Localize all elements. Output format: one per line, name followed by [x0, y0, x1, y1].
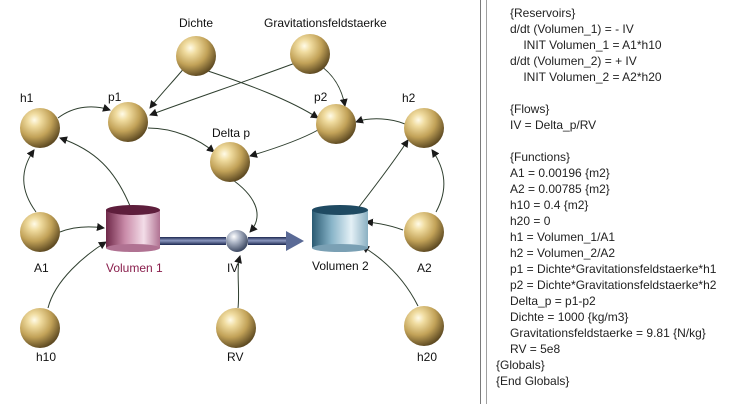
sphere-a2[interactable] — [404, 212, 444, 252]
connector-p1-deltap — [147, 127, 215, 153]
connectors — [23, 61, 445, 309]
sphere-p2[interactable] — [316, 104, 356, 144]
code-line: A1 = 0.00196 {m2} — [510, 166, 610, 180]
connector-gravitation-p1 — [149, 61, 299, 117]
connector-volumen2-h2 — [351, 139, 409, 217]
code-line: Gravitationsfeldstaerke = 9.81 {N/kg} — [510, 326, 706, 340]
code-line: A2 = 0.00785 {m2} — [510, 182, 610, 196]
code-line: Dichte = 1000 {kg/m3} — [510, 310, 629, 324]
code-line: INIT Volumen_2 = A2*h20 — [510, 70, 662, 84]
connector-a2-volumen2 — [365, 218, 404, 231]
reservoir-volumen-1[interactable] — [106, 205, 160, 252]
connector-a1-h1 — [23, 149, 37, 213]
label-a1: A1 — [34, 261, 49, 275]
label-volumen-1: Volumen 1 — [106, 261, 163, 275]
panel-divider — [480, 0, 481, 404]
label-gravitation: Gravitationsfeldstaerke — [264, 16, 387, 30]
code-line: p2 = Dichte*Gravitationsfeldstaerke*h2 — [510, 278, 717, 292]
model-diagram: Dichte Gravitationsfeldstaerke h1 p1 p2 … — [20, 16, 445, 364]
flow-pipe-left — [160, 237, 226, 245]
code-line: h10 = 0.4 {m2} — [510, 198, 589, 212]
label-volumen-2: Volumen 2 — [312, 259, 369, 273]
label-delta-p: Delta p — [212, 126, 250, 140]
code-line: Delta_p = p1-p2 — [510, 294, 596, 308]
label-h2: h2 — [402, 91, 416, 105]
flow-arrow-head — [286, 231, 304, 251]
connector-dichte-p2 — [204, 69, 319, 119]
connector-rv-iv — [234, 255, 242, 309]
label-p1: p1 — [108, 90, 122, 104]
flow-valve-iv[interactable] — [226, 230, 248, 252]
code-line: h20 = 0 — [510, 214, 551, 228]
sphere-gravitation[interactable] — [290, 34, 330, 74]
connector-h1-p1 — [57, 103, 111, 119]
sphere-h10[interactable] — [20, 308, 60, 348]
code-line: RV = 5e8 — [510, 342, 561, 356]
label-iv: IV — [227, 261, 238, 275]
connector-h20-volumen2 — [361, 245, 419, 307]
connector-dichte-p1 — [149, 65, 187, 109]
panel-divider-inner — [486, 0, 487, 404]
sphere-h1[interactable] — [20, 108, 60, 148]
flow-pipe — [160, 231, 304, 251]
flow-pipe-right — [248, 237, 288, 245]
label-p2: p2 — [314, 90, 328, 104]
code-line: INIT Volumen_1 = A1*h10 — [510, 38, 662, 52]
connector-deltap-iv — [229, 177, 258, 233]
code-line: {End Globals} — [496, 374, 570, 388]
code-line: IV = Delta_p/RV — [510, 118, 597, 132]
label-rv: RV — [227, 350, 243, 364]
connector-a2-h2 — [431, 149, 445, 213]
code-line: d/dt (Volumen_2) = + IV — [510, 54, 637, 68]
connector-volumen1-h1 — [59, 136, 131, 207]
connector-h10-volumen1 — [47, 241, 107, 309]
code-line: {Globals} — [496, 358, 545, 372]
sphere-dichte[interactable] — [176, 36, 216, 76]
code-line: h1 = Volumen_1/A1 — [510, 230, 616, 244]
code-line: {Flows} — [510, 102, 550, 116]
code-line: {Functions} — [510, 150, 571, 164]
reservoir-volumen-2[interactable] — [312, 205, 368, 252]
sphere-p1[interactable] — [108, 102, 148, 142]
equations-panel[interactable]: {Reservoirs} d/dt (Volumen_1) = - IV INI… — [490, 0, 740, 404]
connector-p2-deltap — [249, 129, 319, 158]
label-h10: h10 — [36, 350, 56, 364]
code-line: d/dt (Volumen_1) = - IV — [510, 22, 634, 36]
sphere-h20[interactable] — [404, 306, 444, 346]
sphere-a1[interactable] — [20, 212, 60, 252]
sphere-h2[interactable] — [404, 108, 444, 148]
code-line: h2 = Volumen_2/A2 — [510, 246, 616, 260]
label-h20: h20 — [417, 350, 437, 364]
code-line: {Reservoirs} — [510, 6, 576, 20]
label-h1: h1 — [20, 91, 34, 105]
label-a2: A2 — [417, 261, 432, 275]
label-dichte: Dichte — [179, 16, 213, 30]
sphere-delta-p[interactable] — [210, 142, 250, 182]
diagram-canvas: Dichte Gravitationsfeldstaerke h1 p1 p2 … — [20, 16, 445, 364]
connector-a1-volumen1 — [59, 223, 105, 233]
code-line: p1 = Dichte*Gravitationsfeldstaerke*h1 — [510, 262, 717, 276]
connector-h2-p2 — [355, 115, 406, 125]
sphere-rv[interactable] — [216, 308, 256, 348]
